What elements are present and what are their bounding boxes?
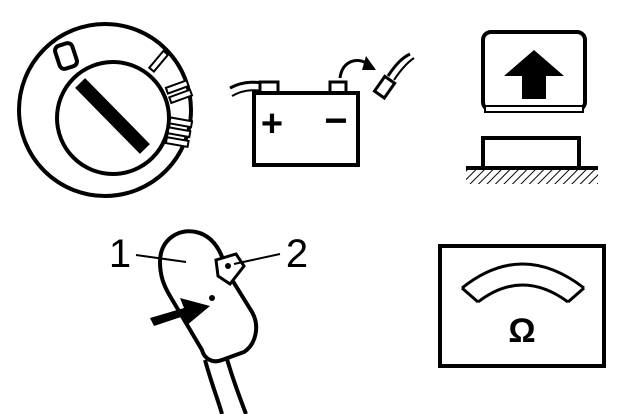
battery-positive-label: + xyxy=(261,103,283,145)
ohmmeter-icon: Ω xyxy=(438,244,606,368)
disconnected-terminal-icon xyxy=(338,52,415,101)
ohm-symbol: Ω xyxy=(508,312,535,350)
raise-vehicle-icon xyxy=(466,30,598,184)
battery-icon: + − xyxy=(229,80,360,167)
pointer-arrow-icon xyxy=(150,298,210,326)
callout-2-leader xyxy=(233,253,281,265)
sensor-component: 1 2 xyxy=(109,229,308,414)
callout-1-leader xyxy=(135,254,187,263)
battery-negative-label: − xyxy=(324,99,347,143)
up-arrow-icon xyxy=(504,50,564,99)
ignition-switch-icon xyxy=(17,22,194,198)
callout-1: 1 xyxy=(109,232,131,276)
callout-2: 2 xyxy=(286,232,308,276)
